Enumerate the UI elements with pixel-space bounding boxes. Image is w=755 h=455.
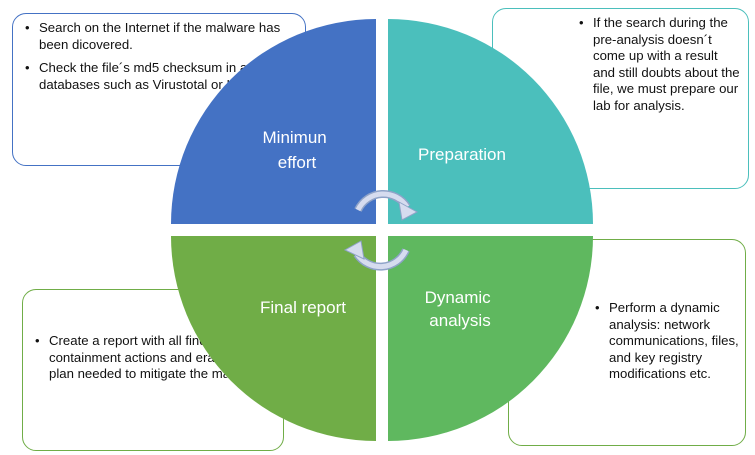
quadrant-minimum-effort <box>171 19 376 224</box>
note-bullet: Create a report with all findings, conta… <box>29 333 277 383</box>
quadrant-label-final-report: Final report <box>260 298 346 317</box>
quadrant-label-preparation: Preparation <box>418 145 506 164</box>
cycle-arrows-icon <box>343 189 419 271</box>
note-bullet: Perform a dynamic analysis: network comm… <box>589 300 739 383</box>
note-bullet: Search on the Internet if the malware ha… <box>19 20 305 53</box>
note-final-report: Create a report with all findings, conta… <box>22 289 284 451</box>
quadrant-final-report <box>171 236 376 441</box>
note-bullet: If the search during the pre-analysis do… <box>573 15 742 115</box>
quadrant-preparation <box>388 19 593 224</box>
quadrant-label-dynamic-analysis: Dynamic analysis <box>425 288 496 330</box>
quadrant-label-minimum-effort: Minimun effort <box>263 128 332 172</box>
quadrant-dynamic-analysis <box>388 236 593 441</box>
